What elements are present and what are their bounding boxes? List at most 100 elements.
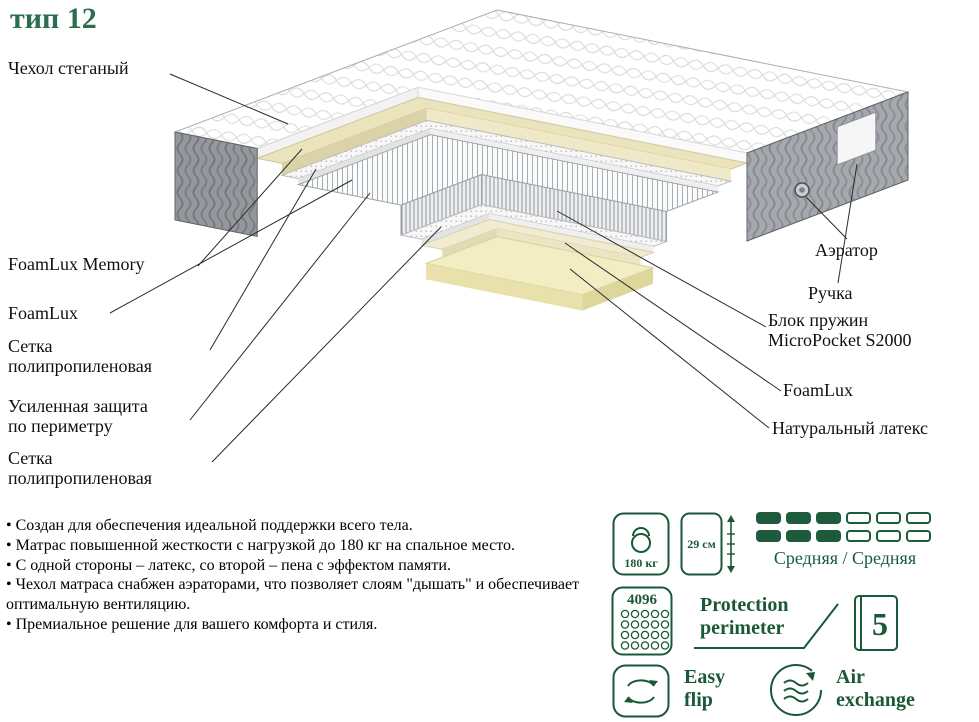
easy-flip-badge [612, 664, 670, 718]
callout-foamlux-memory: FoamLux Memory [8, 254, 145, 274]
coil-circle-icon [630, 620, 640, 629]
firmness-bar-empty [906, 530, 931, 542]
coil-grid-icon [620, 609, 670, 650]
leader-handle [837, 163, 858, 284]
callout-aerator: Аэратор [815, 240, 878, 260]
air-circulation-icon [770, 664, 822, 716]
leader-foamlux-right [564, 242, 782, 392]
firmness-bar-empty [906, 512, 931, 524]
mesh-top-edge-front [430, 128, 718, 192]
coil-circle-icon [630, 641, 640, 650]
coil-circle-icon [660, 609, 670, 619]
air-exchange-badge [770, 664, 822, 716]
protection-perimeter-label: Protection perimeter [700, 594, 789, 639]
latex-face-front-left [426, 263, 583, 311]
weight-value: 180 кг [624, 556, 658, 570]
coil-circle-icon [620, 630, 630, 640]
firmness-bar-empty [876, 512, 901, 524]
coil-circle-icon [650, 630, 660, 640]
feature-item-1: Создан для обеспечения идеальной поддерж… [6, 516, 602, 536]
coil-circle-icon [640, 609, 650, 619]
coil-circle-icon [620, 609, 630, 619]
feature-list: Создан для обеспечения идеальной поддерж… [6, 516, 602, 635]
coil-circle-icon [640, 630, 650, 640]
mesh-top-edge-left [298, 128, 431, 185]
page-title: тип 12 [10, 2, 97, 35]
callout-foamlux-left: FoamLux [8, 303, 78, 323]
kettlebell-icon [631, 533, 651, 553]
coil-circle-icon [650, 641, 660, 650]
firmness-indicator: Средняя / Средняя [756, 512, 934, 569]
coil-circle-icon [640, 641, 650, 650]
coil-circle-icon [650, 620, 660, 629]
side-panel-left [174, 131, 258, 238]
callout-mesh-top: Сетка полипропиленовая [8, 336, 153, 377]
coil-circle-icon [640, 620, 650, 629]
leader-quilted-cover [169, 73, 289, 125]
feature-item-2: Матрас повышенной жесткости с нагрузкой … [6, 536, 602, 556]
foamlux-bottom-edge-front [496, 228, 641, 266]
coil-circle-icon [620, 641, 630, 650]
feature-item-3: С одной стороны – латекс, со второй – пе… [6, 556, 602, 576]
firmness-bar-filled [786, 530, 811, 542]
height-arrow-icon [727, 515, 735, 573]
coil-circle-icon [650, 609, 660, 619]
callout-foamlux-right: FoamLux [783, 380, 853, 400]
foamlux-memory-edge-left [281, 108, 427, 176]
coil-circle-icon [630, 609, 640, 619]
feature-item-4: Чехол матраса снабжен аэраторами, что по… [6, 575, 602, 615]
callout-spring-block: Блок пружин MicroPocket S2000 [768, 310, 912, 351]
callout-handle: Ручка [808, 283, 853, 303]
firmness-bar-empty [846, 530, 871, 542]
firmness-row-top [756, 512, 934, 524]
coil-circle-icon [660, 630, 670, 640]
easy-flip-label: Easy flip [684, 666, 726, 711]
leader-mesh-top [209, 168, 317, 351]
foamlux-bottom-edge-left [442, 228, 497, 258]
mesh-bottom-edge-left [421, 213, 490, 246]
coil-circle-icon [630, 630, 640, 640]
firmness-bar-filled [786, 512, 811, 524]
warranty-value: 5 [872, 606, 888, 642]
air-exchange-label: Air exchange [836, 666, 915, 711]
coil-circle-icon [660, 620, 670, 629]
callout-natural-latex: Натуральный латекс [772, 418, 928, 438]
firmness-row-bottom [756, 530, 934, 542]
springs-count-value: 4096 [627, 592, 658, 608]
handle-tag [836, 111, 877, 166]
firmness-bar-filled [816, 512, 841, 524]
leader-spring-block [556, 210, 767, 328]
callout-quilted-cover: Чехол стеганый [8, 58, 129, 78]
leader-aerator [805, 196, 848, 240]
kettlebell-handle-icon [632, 527, 650, 537]
leader-foamlux-memory [197, 148, 303, 267]
coil-circle-icon [660, 641, 670, 650]
coil-circle-icon [620, 620, 630, 629]
weight-capacity-badge: 180 кг [612, 512, 670, 576]
leader-perimeter-protection [189, 192, 371, 421]
firmness-label: Средняя / Средняя [773, 548, 917, 568]
leader-latex [569, 268, 770, 429]
callout-perimeter-protection: Усиленная защита по периметру [8, 396, 148, 437]
callout-mesh-bottom: Сетка полипропиленовая [8, 448, 153, 489]
leader-foamlux-left [109, 179, 353, 314]
aerator-hole-icon [799, 187, 805, 193]
firmness-bar-empty [876, 530, 901, 542]
mesh-bottom-edge-front [489, 213, 654, 253]
springs-count-badge: 4096 [611, 586, 673, 656]
firmness-bar-filled [756, 512, 781, 524]
warranty-5-icon [854, 595, 898, 651]
height-value: 29 см [687, 537, 716, 551]
firmness-bar-filled [756, 530, 781, 542]
firmness-bar-filled [816, 530, 841, 542]
leader-mesh-bottom [211, 226, 442, 463]
latex-face-front-right [582, 267, 654, 311]
flip-arrows-icon [624, 679, 658, 704]
feature-item-5: Премиальное решение для вашего комфорта … [6, 615, 602, 635]
mattress-height-badge: 29 см [680, 512, 735, 576]
foamlux-memory-edge-front [426, 108, 731, 182]
firmness-bar-empty [846, 512, 871, 524]
warranty-badge: 5 [854, 595, 898, 651]
